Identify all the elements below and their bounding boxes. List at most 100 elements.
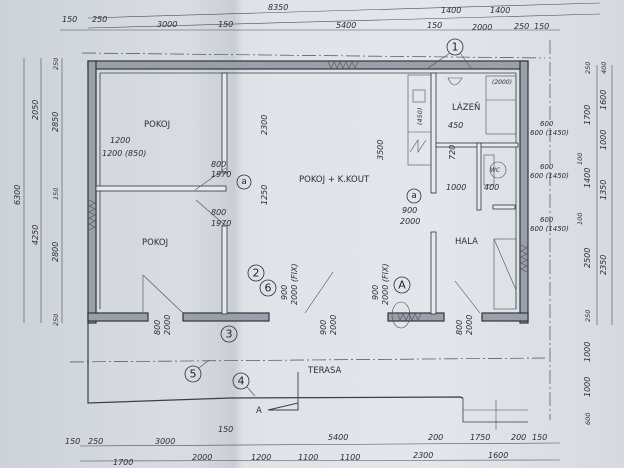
svg-text:2000: 2000 xyxy=(192,453,212,462)
room-label-bath: LÁZEŇ xyxy=(452,101,480,113)
entry-steps xyxy=(462,398,528,430)
svg-text:2000 (FIX): 2000 (FIX) xyxy=(381,263,390,305)
axis-bottom xyxy=(69,357,546,363)
svg-text:a: a xyxy=(241,177,247,187)
svg-text:1400: 1400 xyxy=(583,168,592,188)
svg-text:2850: 2850 xyxy=(51,112,60,132)
room-label-living: POKOJ + K.KOUT xyxy=(299,175,370,185)
dim-top-150: 150 xyxy=(62,15,77,24)
room-label-pokoj-2: POKOJ xyxy=(142,238,168,248)
svg-text:2050: 2050 xyxy=(31,100,40,120)
svg-text:1600: 1600 xyxy=(599,90,608,110)
svg-text:200: 200 xyxy=(428,433,443,442)
svg-text:200: 200 xyxy=(511,433,526,442)
windows xyxy=(88,61,528,321)
svg-text:1350: 1350 xyxy=(599,180,608,200)
svg-text:1000: 1000 xyxy=(583,342,592,362)
svg-text:1100: 1100 xyxy=(340,453,360,462)
top-dimensions: 150 250 3000 150 8350 5400 150 2000 250 … xyxy=(60,2,601,32)
svg-text:900: 900 xyxy=(280,285,289,300)
svg-text:2000: 2000 xyxy=(400,217,420,226)
bottom-dimensions: 150 250 3000 150 5400 200 1750 200 150 1… xyxy=(65,425,561,467)
svg-text:800: 800 xyxy=(211,208,226,217)
marker-a1: a xyxy=(236,174,252,190)
svg-text:800: 800 xyxy=(211,160,226,169)
svg-text:100: 100 xyxy=(576,153,584,165)
dim-top-250b: 250 xyxy=(514,22,529,31)
room-label-pokoj-1: POKOJ xyxy=(144,120,170,130)
svg-text:900: 900 xyxy=(319,320,328,335)
svg-text:A: A xyxy=(398,279,406,292)
svg-text:2000: 2000 xyxy=(163,315,172,335)
svg-text:250: 250 xyxy=(584,310,592,322)
svg-text:1000: 1000 xyxy=(599,130,608,150)
svg-text:2300: 2300 xyxy=(413,451,433,460)
marker-3: 3 xyxy=(220,325,238,343)
window-labels: 600 600 (1450) 600 600 (1450) 600 600 (1… xyxy=(530,120,569,233)
dim-top-150c: 150 xyxy=(427,21,442,30)
dim-top-1400b: 1400 xyxy=(490,6,510,15)
svg-text:2: 2 xyxy=(253,267,260,280)
svg-text:400: 400 xyxy=(484,183,499,192)
marker-a2: a xyxy=(406,188,422,204)
svg-text:3000: 3000 xyxy=(155,437,175,446)
svg-text:1250: 1250 xyxy=(260,185,269,205)
interior-walls xyxy=(95,72,519,315)
svg-text:2300: 2300 xyxy=(260,115,269,135)
dim-top-150b: 150 xyxy=(218,20,233,29)
opening-labels: 1200 1200 (850) 800 1970 800 1970 900 20… xyxy=(102,79,512,335)
svg-text:600: 600 xyxy=(540,216,554,224)
svg-text:1: 1 xyxy=(452,41,459,54)
svg-text:250: 250 xyxy=(584,62,592,74)
left-dimensions: 6300 2050 4250 250 2850 150 2800 250 xyxy=(13,58,63,326)
marker-1: 1 xyxy=(427,38,472,69)
dim-top-1400a: 1400 xyxy=(441,6,461,15)
svg-text:4: 4 xyxy=(238,375,245,388)
svg-text:1750: 1750 xyxy=(470,433,490,442)
svg-text:2800: 2800 xyxy=(51,242,60,262)
section-cut: A xyxy=(256,301,411,416)
right-dimensions: 250 400 1700 1600 100 1000 1400 1350 100… xyxy=(576,62,613,425)
axis-top xyxy=(81,52,546,59)
room-label-terrace: TERASA xyxy=(307,366,341,376)
dim-top-5400: 5400 xyxy=(336,21,356,30)
svg-text:400: 400 xyxy=(600,62,608,74)
svg-text:2500: 2500 xyxy=(583,248,592,268)
svg-text:5: 5 xyxy=(190,368,197,381)
marker-5: 5 xyxy=(184,359,210,383)
svg-text:1200: 1200 xyxy=(110,136,130,145)
svg-text:1100: 1100 xyxy=(298,453,318,462)
svg-text:1200: 1200 xyxy=(251,453,271,462)
svg-text:100: 100 xyxy=(576,213,584,225)
svg-text:600 (1450): 600 (1450) xyxy=(530,225,569,233)
svg-text:600: 600 xyxy=(584,413,592,425)
dim-top-150d: 150 xyxy=(534,22,549,31)
svg-text:2000: 2000 xyxy=(329,315,338,335)
svg-text:250: 250 xyxy=(52,58,60,70)
svg-text:720: 720 xyxy=(448,145,457,160)
svg-text:2000: 2000 xyxy=(465,315,474,335)
room-label-hall: HALA xyxy=(455,237,478,247)
svg-text:(450): (450) xyxy=(416,108,424,125)
svg-text:250: 250 xyxy=(52,314,60,326)
markers: 1 2 3 4 5 6 A a a xyxy=(184,38,472,397)
svg-text:a: a xyxy=(411,191,417,201)
svg-text:WC: WC xyxy=(490,167,501,174)
svg-text:1200 (850): 1200 (850) xyxy=(102,149,146,158)
svg-text:1970: 1970 xyxy=(211,170,231,179)
door-swings xyxy=(142,167,517,314)
dim-top-2000: 2000 xyxy=(472,23,492,32)
svg-text:150: 150 xyxy=(52,188,60,200)
bath-fixtures xyxy=(447,75,517,186)
svg-text:1700: 1700 xyxy=(583,105,592,125)
svg-text:900: 900 xyxy=(402,206,417,215)
svg-text:1700: 1700 xyxy=(113,458,133,467)
svg-text:3500: 3500 xyxy=(376,140,385,160)
svg-text:5400: 5400 xyxy=(328,433,348,442)
svg-text:(2000): (2000) xyxy=(492,79,512,86)
svg-text:250: 250 xyxy=(88,437,103,446)
svg-text:1000: 1000 xyxy=(446,183,466,192)
terrace-outline xyxy=(87,321,464,404)
outer-walls xyxy=(87,60,529,324)
